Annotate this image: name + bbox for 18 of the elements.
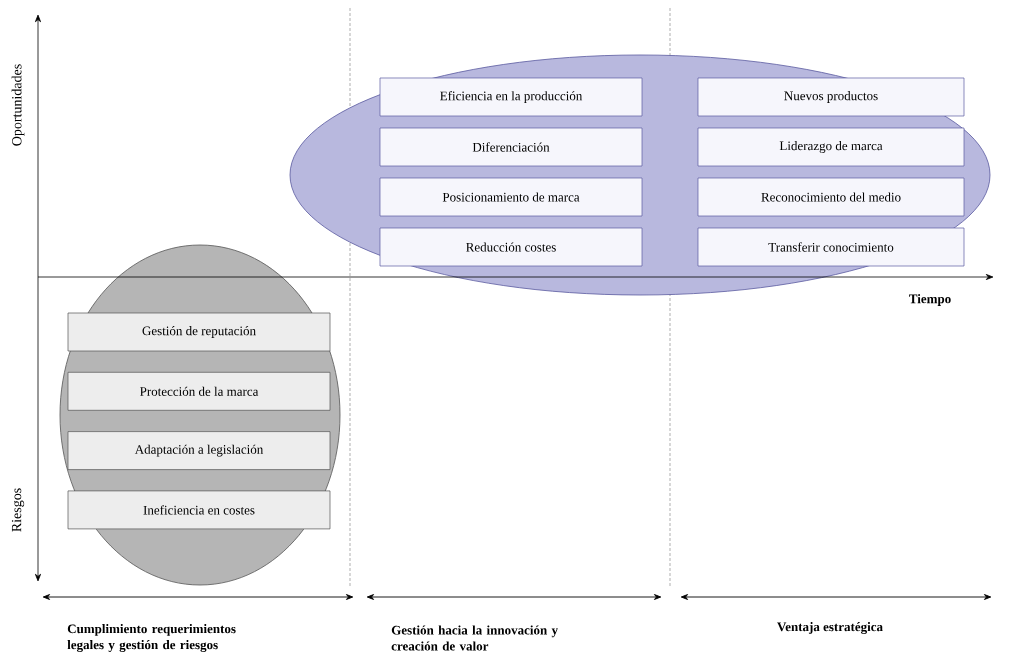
axis-label: Riesgos: [11, 488, 25, 532]
label-box: Posicionamiento de marca: [379, 177, 643, 217]
label-box: Eficiencia en la producción: [379, 77, 643, 117]
label-box: Reconocimiento del medio: [697, 177, 965, 217]
phase-label: Cumplimiento requerimientos legales y gestión de riesgos: [67, 624, 236, 652]
label-box: Gestión de reputación: [67, 312, 331, 352]
phase-label: Gestión hacia la innovación y creación de valor: [391, 625, 558, 651]
label-box: Reducción costes: [379, 227, 643, 267]
phase-label: Ventaja estratégica: [777, 622, 883, 634]
label-box: Nuevos productos: [697, 77, 965, 117]
label-box: Diferenciación: [379, 127, 643, 167]
axis-label: Tiempo: [909, 294, 951, 306]
axis-label: Oportunidades: [11, 64, 25, 146]
label-box: Transferir conocimiento: [697, 227, 965, 267]
label-box: Adaptación a legislación: [67, 431, 331, 470]
label-box: Protección de la marca: [67, 371, 331, 411]
label-box: Liderazgo de marca: [697, 127, 965, 167]
label-box: Ineficiencia en costes: [67, 490, 331, 530]
